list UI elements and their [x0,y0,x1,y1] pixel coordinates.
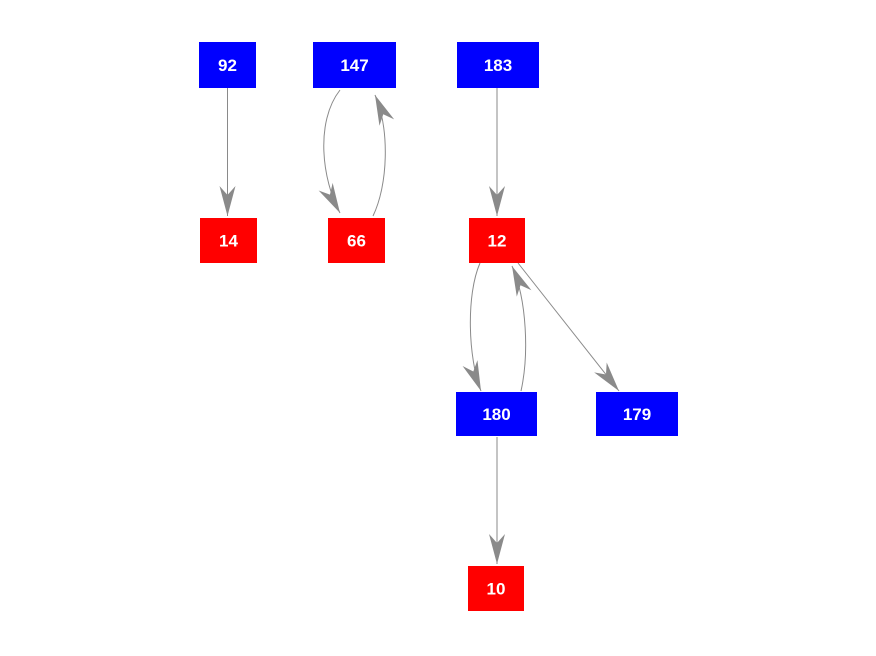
node-rect-92 [199,42,256,88]
node-label-179: 179 [623,405,651,424]
node-label-12: 12 [488,232,507,251]
graph-node-12: 12 [469,218,525,263]
node-rect-66 [328,218,385,263]
arrowhead-180-10 [489,534,505,564]
node-label-147: 147 [340,56,368,75]
node-label-180: 180 [482,405,510,424]
graph-node-92: 92 [199,42,256,88]
node-label-10: 10 [487,580,506,599]
graph-node-147: 147 [313,42,396,88]
node-rect-12 [469,218,525,263]
node-rect-179 [596,392,678,436]
graph-node-179: 179 [596,392,678,436]
node-label-183: 183 [484,56,512,75]
arrowhead-12-179 [594,362,619,391]
graph-node-14: 14 [200,218,257,263]
node-label-92: 92 [218,56,237,75]
node-rect-10 [468,566,524,611]
node-rect-180 [456,392,537,436]
node-label-14: 14 [219,232,238,251]
arrowhead-66-147 [375,95,395,126]
edge-12-179 [517,262,620,392]
graph-node-183: 183 [457,42,539,88]
graph-node-10: 10 [468,566,524,611]
node-rect-183 [457,42,539,88]
arrowhead-12-180 [462,360,481,391]
arrowhead-183-12 [489,186,505,216]
node-rect-14 [200,218,257,263]
arrowhead-147-66 [318,182,340,213]
node-label-66: 66 [347,232,366,251]
arrowhead-92-14 [219,186,236,216]
node-rect-147 [313,42,396,88]
graph-node-66: 66 [328,218,385,263]
edges-layer [219,88,620,564]
arrowhead-180-12 [512,266,532,297]
graph-node-180: 180 [456,392,537,436]
nodes-layer: 92 147 183 14 66 12 180 179 10 [199,42,678,611]
